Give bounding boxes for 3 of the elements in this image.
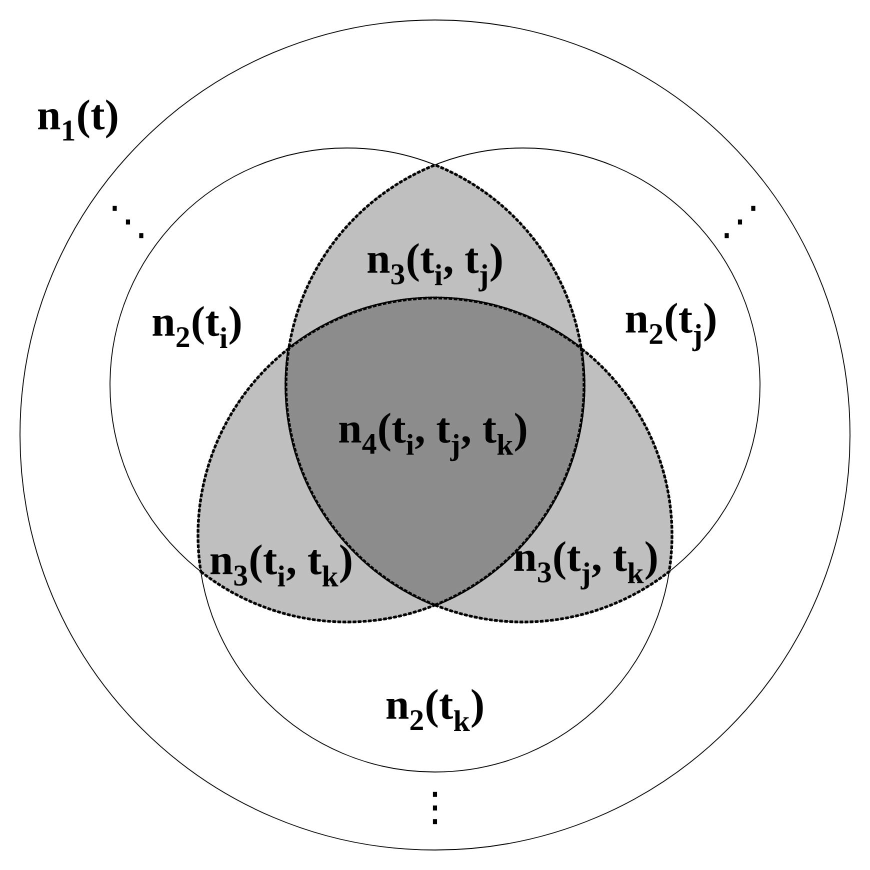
ellipsis: ⋰ [724,206,756,238]
overlap-region: n$_{3}$(t$_{i}$, t$_{j}$) [287,164,583,350]
ellipsis: ⋱ [112,206,144,238]
